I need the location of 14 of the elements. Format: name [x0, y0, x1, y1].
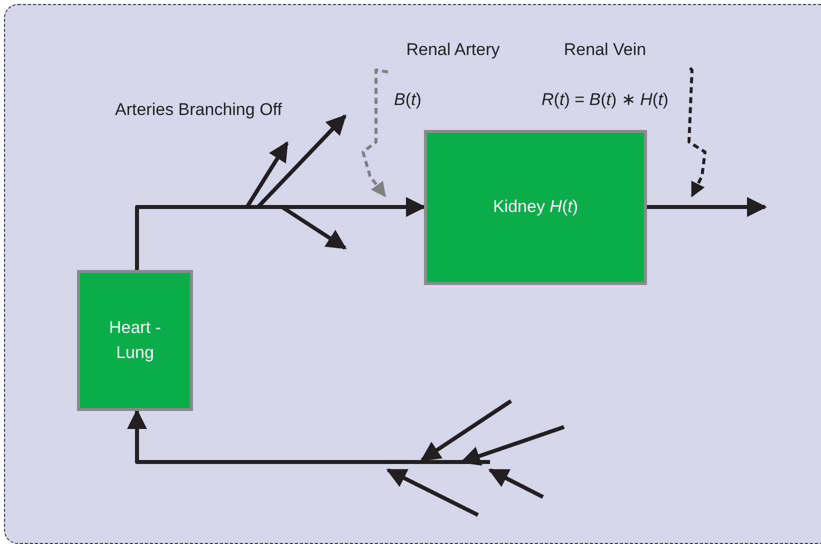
leader-line: [362, 68, 388, 198]
vessel-label: Renal Artery: [406, 40, 500, 60]
formula: R(t) = B(t) ∗ H(t): [542, 89, 668, 110]
branch-label: Arteries Branching Off: [115, 100, 282, 120]
arrow: [127, 409, 490, 464]
organ-box: [77, 270, 193, 411]
vessel-label: Renal Vein: [564, 40, 646, 60]
organ-box: [424, 130, 647, 285]
arrow: [135, 197, 426, 270]
arrow: [647, 197, 767, 217]
box-label: Heart - Lung: [108, 316, 162, 364]
formula: B(t): [394, 90, 422, 110]
leader-line: [688, 66, 706, 198]
box-label: Kidney H(t): [492, 196, 578, 218]
